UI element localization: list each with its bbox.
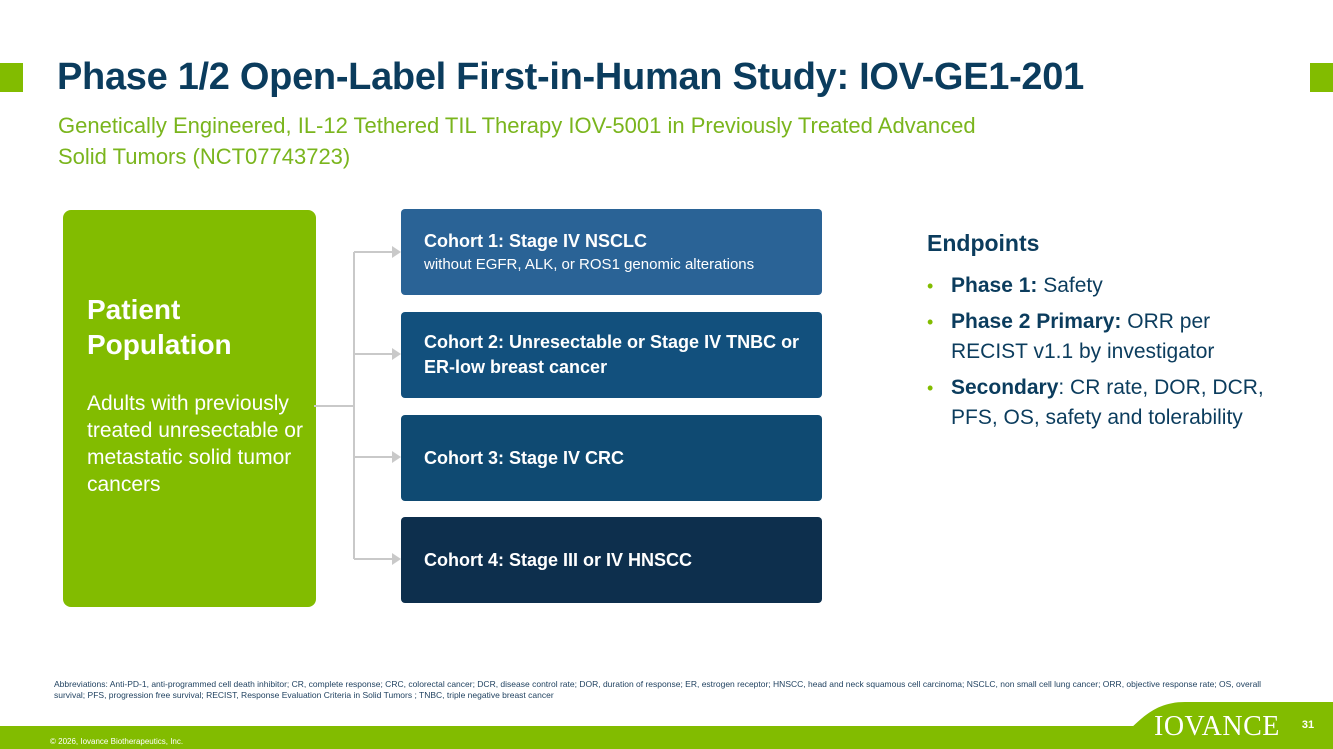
endpoint-text: Safety — [1037, 274, 1103, 297]
cohort-4-title: Cohort 4: Stage III or IV HNSCC — [424, 549, 693, 570]
iovance-logo: IOVANCE — [1154, 711, 1280, 742]
cohort-1-box: Cohort 1: Stage IV NSCLC without EGFR, A… — [401, 209, 822, 295]
patient-population-box: Patient Population Adults with previousl… — [63, 210, 316, 607]
patient-population-description: Adults with previously treated unresecta… — [87, 392, 303, 496]
footer-swoosh — [1090, 702, 1333, 749]
cohort-3-box: Cohort 3: Stage IV CRC — [401, 415, 822, 501]
slide-title: Phase 1/2 Open-Label First-in-Human Stud… — [57, 56, 1084, 98]
left-accent-mark — [0, 63, 23, 92]
endpoint-label: Secondary — [951, 376, 1059, 399]
slide-subtitle: Genetically Engineered, IL-12 Tethered T… — [58, 113, 976, 169]
endpoint-text: : CR rate, DOR, DCR, PFS, OS, safety and… — [951, 376, 1264, 429]
endpoint-label: Phase 1: — [951, 274, 1038, 297]
endpoints-heading: Endpoints — [927, 230, 1040, 256]
cohort-2-title: Cohort 2: Unresectable or Stage IV TNBC … — [424, 332, 800, 377]
patient-population-title: Patient Population — [87, 294, 232, 360]
endpoints-panel: Endpoints • Phase 1: Safety • Phase 2 Pr… — [927, 230, 1267, 439]
cohort-1-title: Cohort 1: Stage IV NSCLC — [424, 230, 648, 251]
cohort-3-title: Cohort 3: Stage IV CRC — [424, 447, 625, 468]
bullet-icon: • — [927, 378, 934, 398]
endpoint-item-secondary: • Secondary: CR rate, DOR, DCR, PFS, OS,… — [927, 373, 1267, 433]
copyright-text: © 2026, Iovance Biotherapeutics, Inc. — [50, 737, 184, 746]
bullet-icon: • — [927, 276, 934, 296]
endpoint-item-phase-1: • Phase 1: Safety — [927, 271, 1267, 301]
footer-bar — [0, 726, 1333, 749]
endpoint-label: Phase 2 Primary: — [951, 310, 1122, 333]
endpoints-list: • Phase 1: Safety • Phase 2 Primary: ORR… — [927, 271, 1267, 433]
endpoint-text: ORR per RECIST v1.1 by investigator — [951, 310, 1215, 363]
cohort-2-box: Cohort 2: Unresectable or Stage IV TNBC … — [401, 312, 822, 398]
cohort-connector-arrows — [314, 246, 401, 565]
cohort-1-subtitle: without EGFR, ALK, or ROS1 genomic alter… — [424, 255, 755, 273]
endpoint-item-phase-2-primary: • Phase 2 Primary: ORR per RECIST v1.1 b… — [927, 307, 1267, 367]
cohort-4-box: Cohort 4: Stage III or IV HNSCC — [401, 517, 822, 603]
right-accent-mark — [1310, 63, 1333, 92]
abbreviations-footnote: Abbreviations: Anti-PD-1, anti-programme… — [54, 679, 1262, 700]
bullet-icon: • — [927, 312, 934, 332]
page-number-badge: 31 — [1292, 709, 1324, 741]
